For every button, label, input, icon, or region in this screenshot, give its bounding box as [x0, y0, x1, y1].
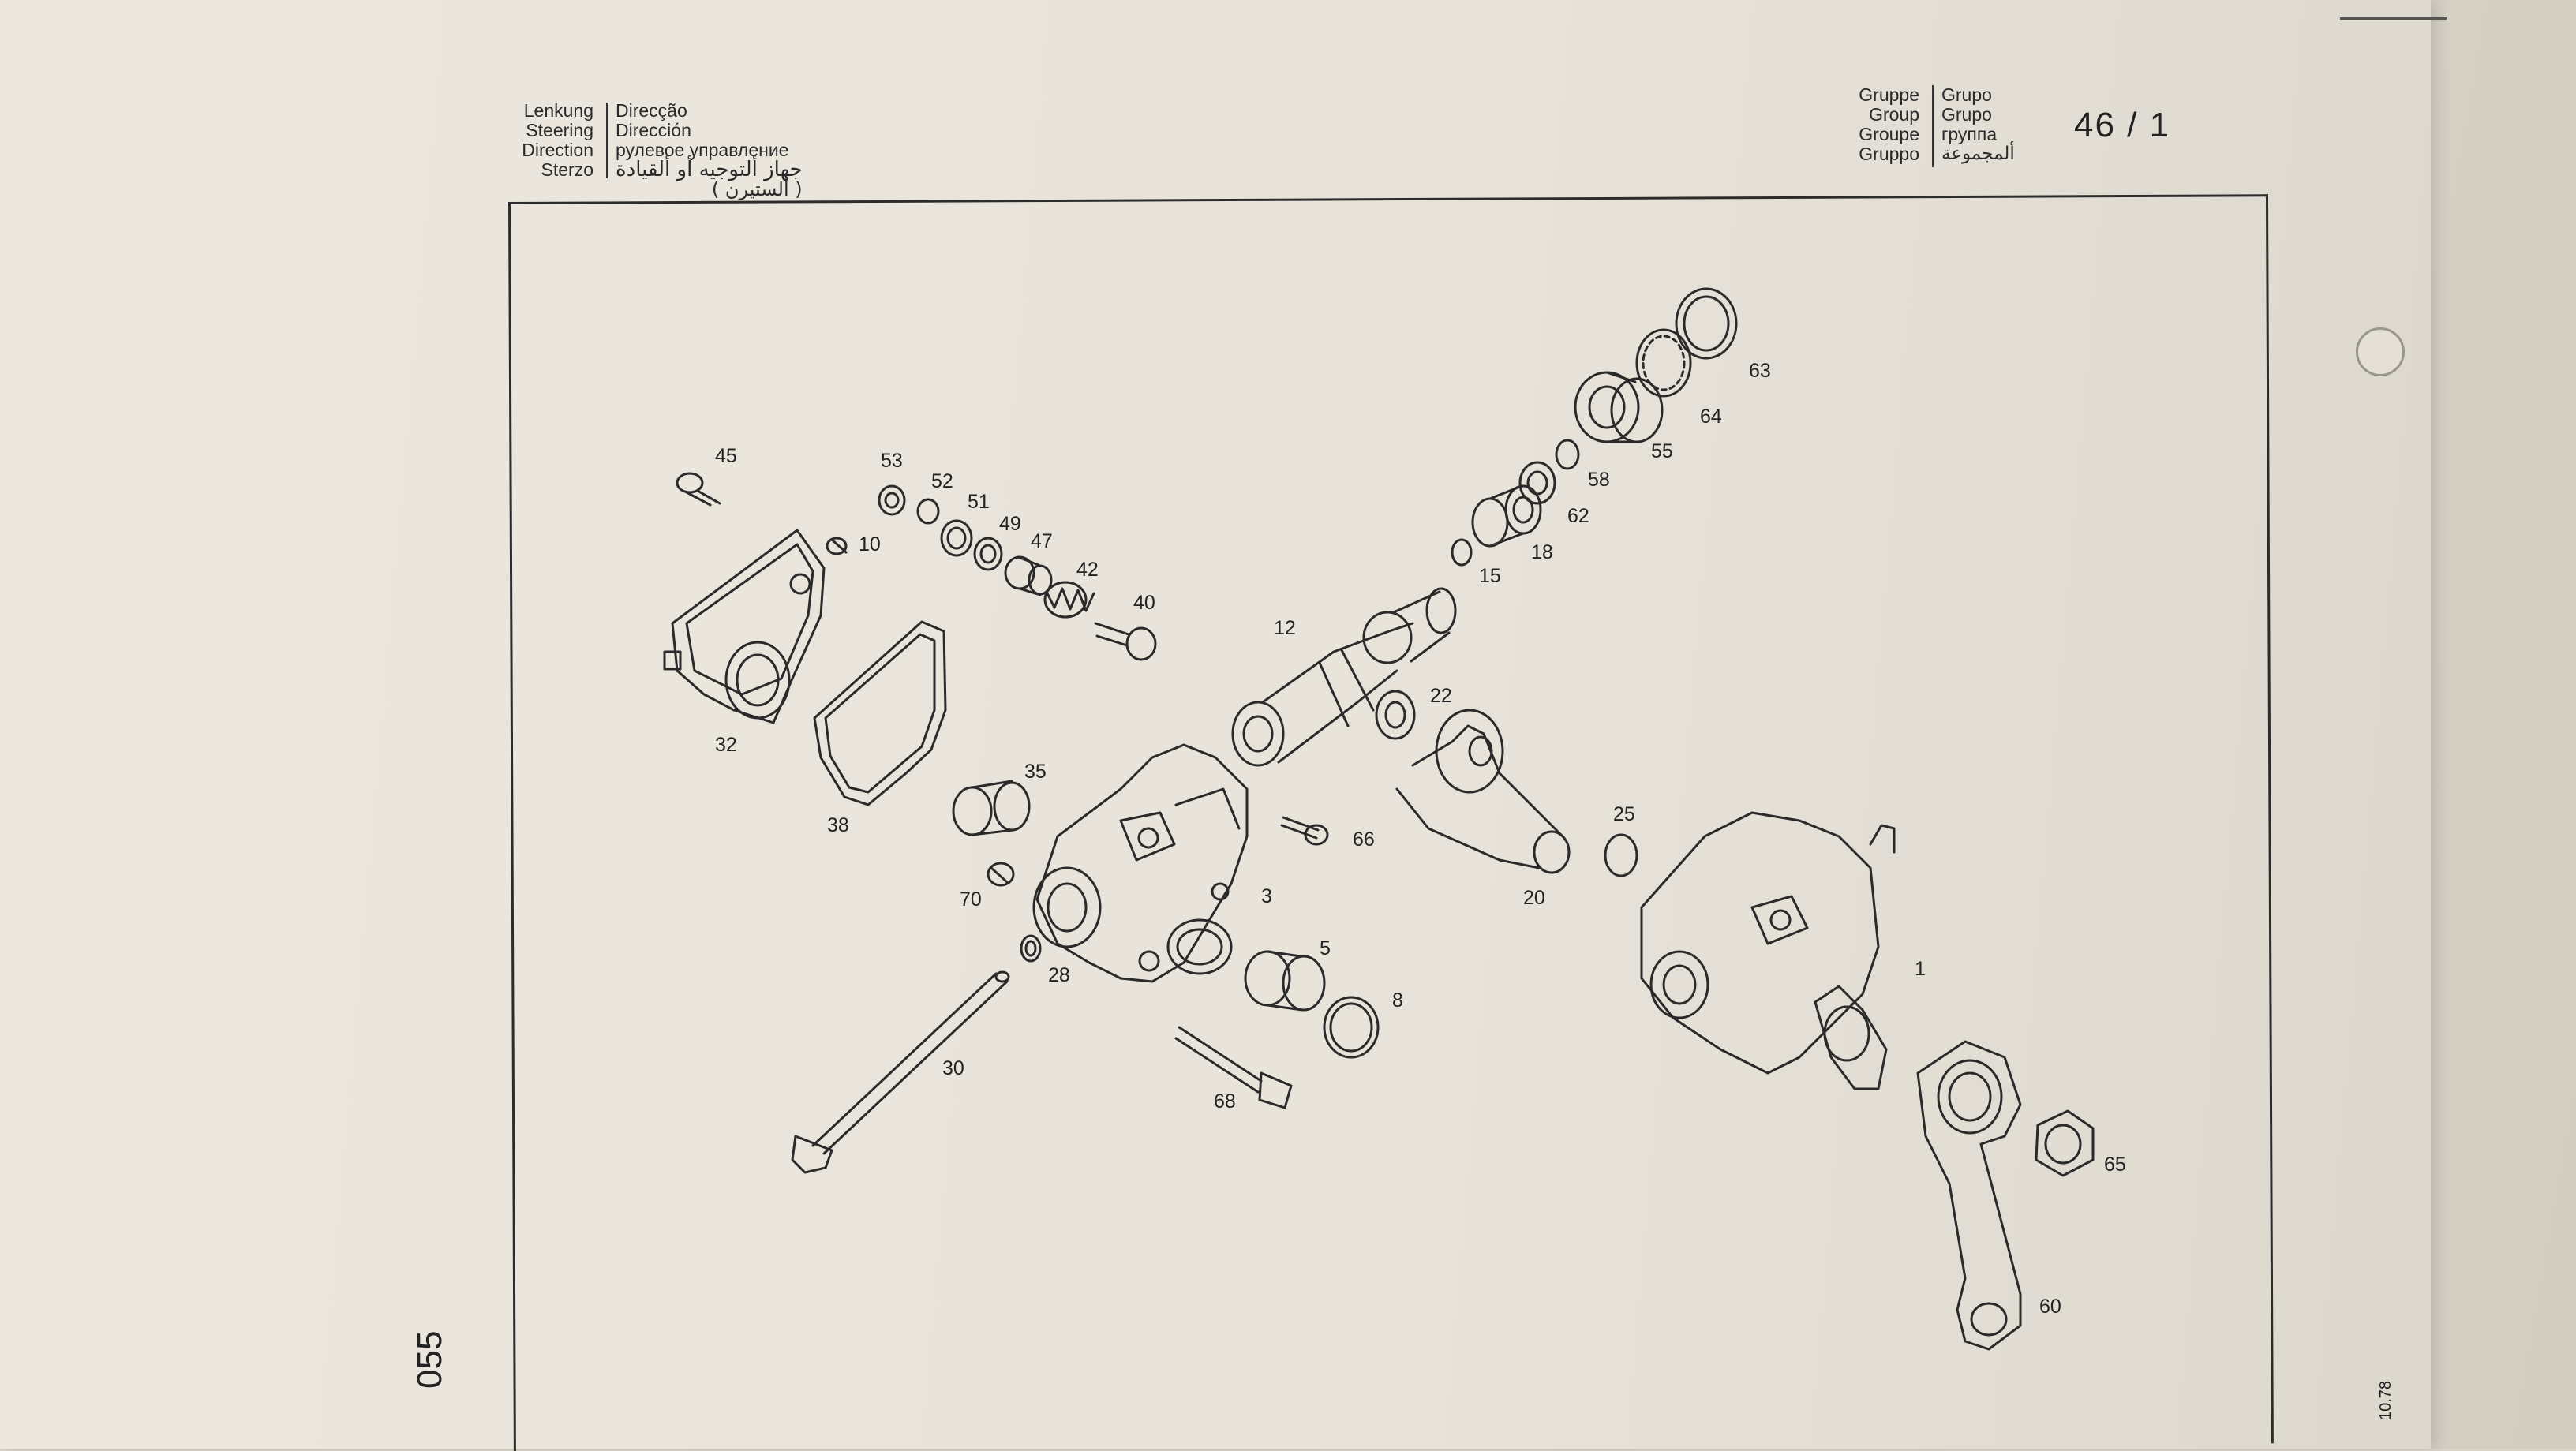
group-es: Grupo: [1941, 104, 1992, 125]
label-63: 64: [1700, 406, 1722, 428]
part-35-bushing: [952, 780, 1031, 836]
part-65-pitman-arm: [1916, 1040, 2022, 1351]
part-60-ring: [1518, 461, 1556, 505]
title-pt: Direcção: [616, 100, 687, 121]
label-53: 53: [881, 450, 903, 472]
title-ar-sub: ( ألستيرن ): [711, 178, 803, 200]
part-52-ring: [916, 498, 940, 525]
label-64: 65: [2104, 1154, 2126, 1176]
label-47: 47: [1031, 530, 1053, 552]
part-8-oring: [1323, 996, 1380, 1059]
part-62-locknut: [1675, 287, 1738, 360]
part-3-housing: [1032, 743, 1249, 983]
part-10-plug: [826, 537, 848, 555]
label-32: 32: [715, 734, 737, 756]
label-15: 15: [1479, 565, 1501, 587]
label-10: 10: [859, 533, 881, 555]
title-languages-right: Direcção Dirección рулевое управление جه…: [616, 101, 803, 200]
part-40-bolt: [676, 472, 721, 507]
part-labels: 45 10 53 52 51 49 47 42 40 32 38 35 70 2…: [715, 360, 2126, 1318]
part-51-ring: [940, 519, 973, 557]
part-32-cover: [663, 529, 826, 724]
title-fr: Direction: [522, 140, 593, 160]
label-45: 42: [1076, 559, 1099, 581]
part-22-bearing: [1375, 690, 1416, 740]
title-es: Dirección: [616, 120, 691, 140]
label-22: 22: [1430, 685, 1452, 707]
label-52: 52: [931, 470, 953, 492]
part-30-rod: [791, 970, 1010, 1174]
label-65: 60: [2039, 1296, 2061, 1318]
group-ru: группа: [1941, 124, 1998, 144]
title-en: Steering: [526, 120, 593, 140]
label-58: 58: [1588, 469, 1610, 491]
group-ar: ألمجموعة: [1941, 144, 2015, 164]
title-ar: جهاز ألتوجيه أو ألقيادة: [616, 158, 803, 181]
label-51: 51: [968, 491, 990, 513]
part-20-sector-shaft: [1395, 709, 1571, 874]
part-47-sleeve: [1004, 555, 1053, 596]
part-53-seal: [878, 484, 906, 516]
label-62: 63: [1749, 360, 1771, 382]
part-66-bolt: [1280, 816, 1329, 846]
part-45-spring: [1043, 581, 1095, 619]
label-20: 20: [1523, 887, 1545, 909]
part-49-ring: [973, 537, 1003, 571]
label-35: 35: [1024, 761, 1046, 783]
group-it: Gruppo: [1859, 144, 1919, 164]
part-63-lockwasher: [1635, 328, 1692, 398]
group-languages-left: Gruppe Group Groupe Gruppo: [1847, 85, 1919, 164]
label-38: 38: [827, 814, 849, 836]
part-42-plunger: [1094, 622, 1157, 661]
label-1: 1: [1915, 958, 1926, 980]
label-70: 70: [960, 888, 982, 911]
edge-rule: [2340, 17, 2447, 20]
label-42: 40: [1133, 592, 1155, 614]
date-code: 10.78: [2377, 1380, 2394, 1420]
part-5-bushing: [1244, 950, 1326, 1012]
label-40: 45: [715, 445, 737, 467]
part-38-gasket: [813, 620, 947, 806]
group-fr: Groupe: [1859, 124, 1919, 144]
part-12-worm-shaft: [1231, 587, 1457, 767]
group-pt: Grupo: [1941, 84, 1992, 105]
group-number: 46 / 1: [2074, 106, 2171, 144]
label-12: 12: [1274, 617, 1296, 639]
punch-hole: [2356, 327, 2405, 376]
part-55-nut: [1574, 371, 1664, 443]
label-3: 3: [1261, 885, 1272, 907]
part-68-bolt: [1174, 1026, 1293, 1109]
label-68: 68: [1214, 1090, 1236, 1113]
label-66: 66: [1353, 828, 1375, 851]
part-70-plug: [987, 862, 1015, 887]
label-5: 5: [1320, 937, 1331, 959]
title-it: Sterzo: [541, 159, 593, 180]
catalog-page: [0, 0, 2431, 1449]
label-25: 25: [1613, 803, 1635, 825]
page-code: 055: [410, 1330, 449, 1389]
label-60: 62: [1567, 505, 1589, 527]
title-divider: [606, 103, 608, 178]
part-18-bearing: [1471, 484, 1542, 548]
label-18: 18: [1531, 541, 1553, 563]
group-en: Group: [1869, 104, 1919, 125]
part-25-ring: [1604, 833, 1638, 877]
title-ru: рулевое управление: [616, 140, 789, 160]
part-58-ring: [1555, 439, 1580, 470]
group-languages-right: Grupo Grupo группа ألمجموعة: [1941, 85, 2015, 164]
group-de: Gruppe: [1859, 84, 1919, 105]
part-28-seal: [1020, 934, 1042, 963]
group-divider: [1932, 85, 1934, 167]
title-de: Lenkung: [523, 100, 593, 121]
label-49: 49: [999, 513, 1021, 535]
label-30: 30: [942, 1057, 964, 1079]
label-55: 55: [1651, 440, 1673, 462]
part-15-ring: [1451, 538, 1473, 567]
title-languages-left: Lenkung Steering Direction Sterzo: [513, 101, 593, 180]
label-28: 28: [1048, 964, 1070, 986]
part-1-steering-box: [1640, 811, 1896, 1090]
label-8: 8: [1392, 989, 1403, 1012]
part-64-nut: [2035, 1109, 2095, 1177]
